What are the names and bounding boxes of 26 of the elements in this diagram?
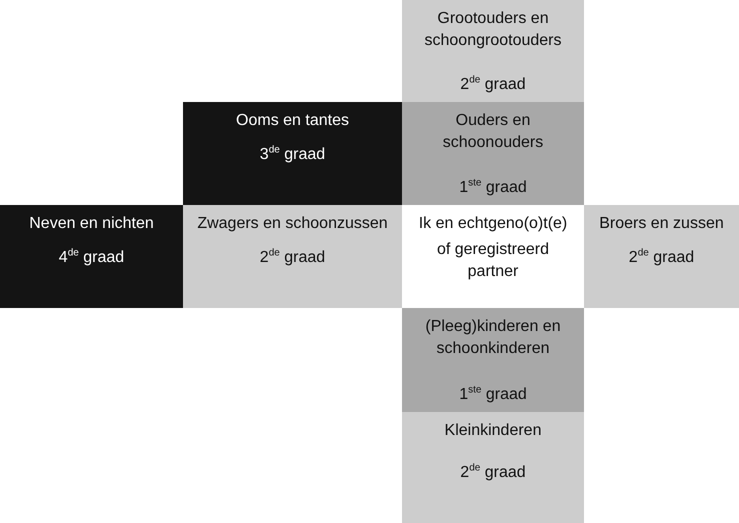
degree-label: 3$^{de}$ graad <box>260 144 326 165</box>
degree-label: 4$^{de}$ graad <box>58 247 124 268</box>
family-box <box>402 412 584 523</box>
degree-label: 2$^{de}$ graad <box>460 462 526 483</box>
degree-label: 1$^{ste}$ graad <box>459 384 527 405</box>
relation-label: Ooms en tantes <box>236 111 349 131</box>
relation-label: (Pleeg)kinderen en schoonkinderen <box>424 317 562 359</box>
relation-label: Ouders en schoonouders <box>442 111 544 153</box>
relation-label: Neven en nichten <box>29 214 154 234</box>
family-box <box>0 205 183 308</box>
family-box <box>402 102 584 205</box>
family-box <box>183 205 402 308</box>
family-box <box>402 0 584 102</box>
relation-label: Grootouders en schoongrootouders <box>424 9 562 51</box>
relation-label: Ik en echtgeno(o)t(e) <box>418 214 568 234</box>
degree-label: 1$^{ste}$ graad <box>459 177 527 198</box>
degree-label: 2$^{de}$ graad <box>460 74 526 95</box>
family-box <box>584 205 739 308</box>
degree-label: 2$^{de}$ graad <box>260 247 326 268</box>
relation-label: Zwagers en schoonzussen <box>197 214 388 234</box>
relation-label: Kleinkinderen <box>444 421 542 441</box>
relation-label: Broers en zussen <box>599 214 724 234</box>
family-box <box>402 308 584 412</box>
degree-label: of geregistreerd partner <box>436 240 550 282</box>
degree-label: 2$^{de}$ graad <box>628 247 694 268</box>
family-box <box>183 102 402 205</box>
